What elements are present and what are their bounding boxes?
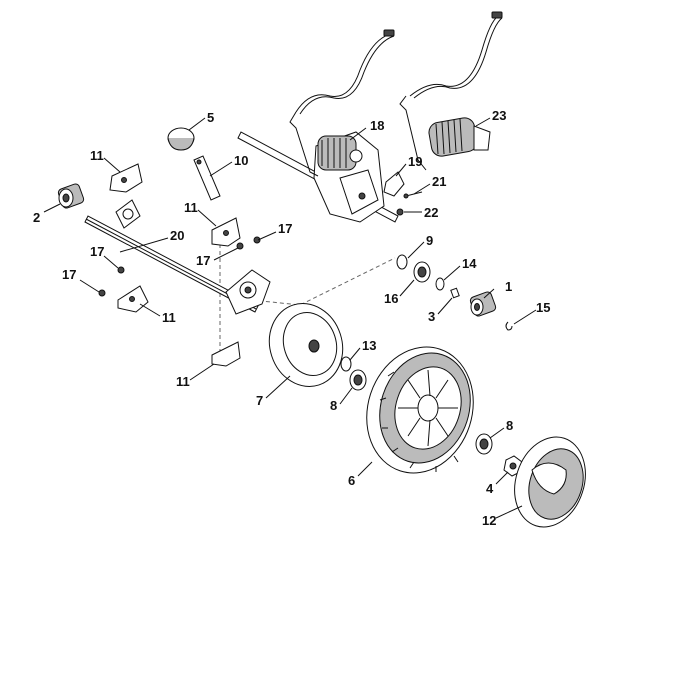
callout-19: 19 — [408, 154, 422, 169]
callout-5: 5 — [207, 110, 214, 125]
part-drive-disc-7 — [268, 303, 344, 387]
callout-6: 6 — [348, 473, 355, 488]
part-screw-17-b — [98, 289, 106, 297]
part-bearing-8-right — [475, 433, 493, 455]
part-washer-14 — [435, 277, 445, 291]
part-bracket-11-bottom — [211, 341, 241, 367]
callout-17-c: 17 — [278, 221, 292, 236]
callout-17-b: 17 — [62, 267, 76, 282]
part-axle-plate-left — [115, 199, 141, 229]
callout-21: 21 — [432, 174, 446, 189]
leader-lines — [43, 117, 537, 519]
callout-12: 12 — [482, 513, 496, 528]
callout-15: 15 — [536, 300, 550, 315]
part-washer-13 — [340, 356, 352, 372]
callout-2: 2 — [33, 210, 40, 225]
part-screw-17-a — [117, 266, 125, 274]
callout-3: 3 — [428, 309, 435, 324]
callout-8-right: 8 — [506, 418, 513, 433]
part-cable-18 — [289, 29, 395, 177]
part-motor-23 — [428, 117, 491, 157]
part-clip-15 — [505, 321, 513, 331]
callout-22: 22 — [424, 205, 438, 220]
callouts: 1 2 3 4 5 6 7 8 8 9 10 11 11 11 11 12 13… — [33, 108, 550, 528]
callout-8-left: 8 — [330, 398, 337, 413]
part-bracket-11-top — [109, 163, 143, 193]
callout-18: 18 — [370, 118, 384, 133]
part-key-3 — [450, 287, 460, 299]
part-lever-10 — [193, 155, 221, 201]
part-screw-17-c — [236, 236, 261, 250]
part-cable-23 — [399, 11, 503, 171]
part-bracket-11-lower — [117, 285, 149, 313]
callout-11-lower: 11 — [162, 310, 176, 325]
callout-17-d: 17 — [196, 253, 210, 268]
callout-13: 13 — [362, 338, 376, 353]
alignment-line-axle — [251, 257, 396, 306]
callout-4: 4 — [486, 481, 494, 496]
part-drive-plate — [225, 269, 271, 315]
callout-7: 7 — [256, 393, 263, 408]
callout-9: 9 — [426, 233, 433, 248]
part-hubcap-12 — [514, 436, 586, 528]
part-bearing-2 — [57, 183, 85, 209]
callout-10: 10 — [234, 153, 248, 168]
callout-16: 16 — [384, 291, 398, 306]
part-cap-5 — [167, 127, 195, 151]
callout-1: 1 — [505, 279, 512, 294]
callout-17-extra-group: 17 — [196, 253, 210, 268]
part-washer-9 — [396, 254, 408, 270]
part-bracket-19 — [383, 171, 405, 197]
callout-11-top: 11 — [90, 148, 104, 163]
part-bearing-16 — [413, 261, 431, 283]
part-gear-1 — [469, 291, 497, 317]
part-pin-21 — [403, 191, 423, 199]
part-gearbox-motor-18 — [313, 131, 385, 223]
part-bearing-8-left — [349, 369, 367, 391]
callout-14: 14 — [462, 256, 477, 271]
callout-11-mid: 11 — [184, 200, 198, 215]
part-bracket-11-mid — [211, 217, 241, 247]
part-wheel-6 — [366, 346, 474, 474]
callout-11-bottom: 11 — [176, 374, 190, 389]
callout-20: 20 — [170, 228, 184, 243]
callout-17-a: 17 — [90, 244, 104, 259]
part-screw-22 — [396, 208, 404, 216]
callout-23: 23 — [492, 108, 506, 123]
